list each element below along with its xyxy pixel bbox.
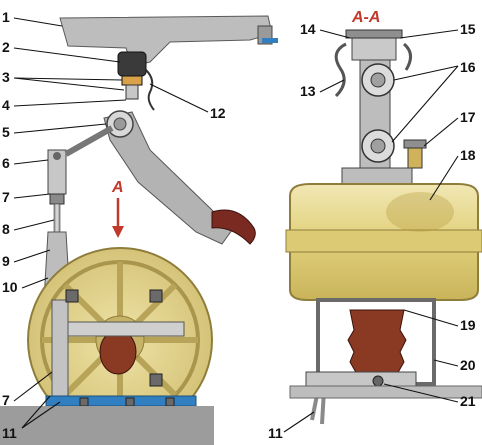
callout-3: 3 — [2, 69, 10, 85]
booster-shade — [386, 192, 454, 232]
pedal-link — [64, 125, 114, 157]
booster-boot-end — [99, 329, 137, 375]
booster-seam — [285, 229, 482, 253]
locknut — [49, 193, 65, 205]
callout-12: 12 — [210, 105, 226, 121]
callout-7-upper: 7 — [2, 189, 10, 205]
callout-13: 13 — [300, 83, 316, 99]
callout-19: 19 — [460, 317, 476, 333]
pedal-pad — [211, 209, 256, 245]
cylinder-piston-upper-inner — [370, 72, 386, 88]
footwell-floor — [0, 406, 214, 445]
callout-11-right: 11 — [268, 425, 283, 441]
reservoir-ports — [345, 29, 403, 39]
callout-2: 2 — [2, 39, 10, 55]
callout-8: 8 — [2, 221, 10, 237]
callout-15: 15 — [460, 21, 476, 37]
callout-6: 6 — [2, 155, 10, 171]
callout-21: 21 — [460, 393, 476, 409]
return-spring — [145, 69, 155, 111]
section-label: А-А — [351, 9, 380, 26]
mount-bolts — [65, 289, 175, 407]
callout-9: 9 — [2, 253, 10, 269]
pedal-arm — [103, 111, 233, 245]
stop-switch — [117, 51, 147, 77]
callout-layer: 1 2 3 4 5 6 7 8 9 10 7 11 12 14 15 16 — [2, 9, 476, 441]
callout-18: 18 — [460, 147, 476, 163]
callout-11-left: 11 — [2, 425, 17, 441]
view-arrow-head — [112, 226, 124, 238]
callout-10: 10 — [2, 279, 18, 295]
lower-floor — [289, 385, 482, 399]
booster-flange — [341, 167, 413, 185]
bracket-blue-tab — [262, 38, 278, 43]
clevis-pin-right — [372, 375, 384, 387]
bracket-plate — [51, 321, 185, 337]
view-arrow-label: А — [111, 179, 124, 196]
check-valve-cap — [403, 139, 427, 149]
booster-boot — [347, 309, 407, 377]
callout-14: 14 — [300, 21, 316, 37]
switch-plunger — [125, 84, 139, 100]
callout-17: 17 — [460, 109, 476, 125]
brake-lines — [334, 42, 412, 98]
switch-nut — [121, 75, 143, 86]
callout-16: 16 — [460, 59, 476, 75]
callout-20: 20 — [460, 357, 476, 373]
callout-1: 1 — [2, 9, 10, 25]
pedal-mount-bracket — [59, 15, 273, 67]
callout-5: 5 — [2, 124, 10, 140]
check-valve — [407, 145, 423, 169]
callout-4: 4 — [2, 97, 10, 113]
pedal-pivot-hub — [113, 117, 127, 131]
cylinder-piston-lower-inner — [370, 138, 386, 154]
callout-7-lower: 7 — [2, 392, 10, 408]
clevis-pin — [53, 152, 61, 160]
bracket-vertical — [51, 299, 69, 397]
